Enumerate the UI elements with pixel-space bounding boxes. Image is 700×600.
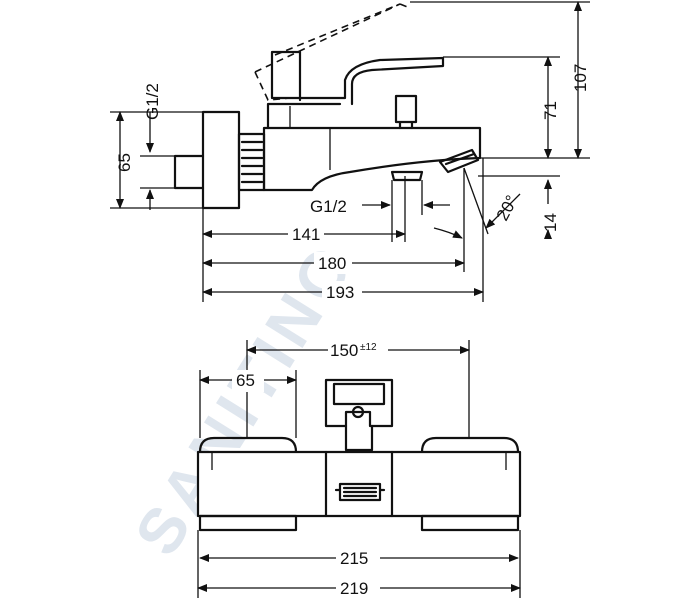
front-lever-neck (344, 424, 374, 452)
dim-height-107-label: 107 (571, 64, 590, 92)
dim-length-180-label: 180 (318, 254, 346, 273)
bottom-outlet (390, 170, 424, 182)
lever-handle (266, 50, 445, 130)
dim-angle-line-a (463, 167, 489, 235)
dim-thread-bottom-label: G1/2 (310, 197, 347, 216)
hex-nut (237, 132, 266, 192)
lever-open-position (254, 3, 411, 101)
dim-height-71-label: 71 (541, 101, 560, 120)
front-lever-pin (351, 405, 365, 419)
diverter-knob (394, 94, 418, 130)
front-body-center (198, 450, 520, 518)
dim-width-215-label: 215 (340, 549, 368, 568)
dim-height-14-label: 14 (541, 213, 560, 232)
dim-thread-left-label: G1/2 (143, 83, 162, 120)
front-body-recess (211, 452, 507, 470)
dim-height-65-label: 65 (115, 153, 134, 172)
escutcheon (201, 110, 241, 210)
body-detail (289, 106, 331, 170)
dim-length-141-label: 141 (292, 225, 320, 244)
dim-length-193-label: 193 (326, 283, 354, 302)
front-aerator (334, 482, 386, 502)
dim-spacing-150-label: 150 (330, 341, 358, 360)
front-lever (324, 378, 394, 428)
side-view: G1/2 65 G1/2 141 20° 180 193 (110, 1, 590, 303)
inlet-pipe (173, 154, 205, 190)
spout-aerator (438, 148, 480, 174)
dim-width-65-label: 65 (236, 371, 255, 390)
dim-angle-arrow (485, 193, 521, 229)
front-view: 150 ±12 65 215 219 (196, 338, 522, 598)
dim-spacing-150-tolerance: ±12 (360, 342, 377, 353)
dim-angle-arc (433, 227, 463, 239)
dim-width-219-label: 219 (340, 579, 368, 598)
